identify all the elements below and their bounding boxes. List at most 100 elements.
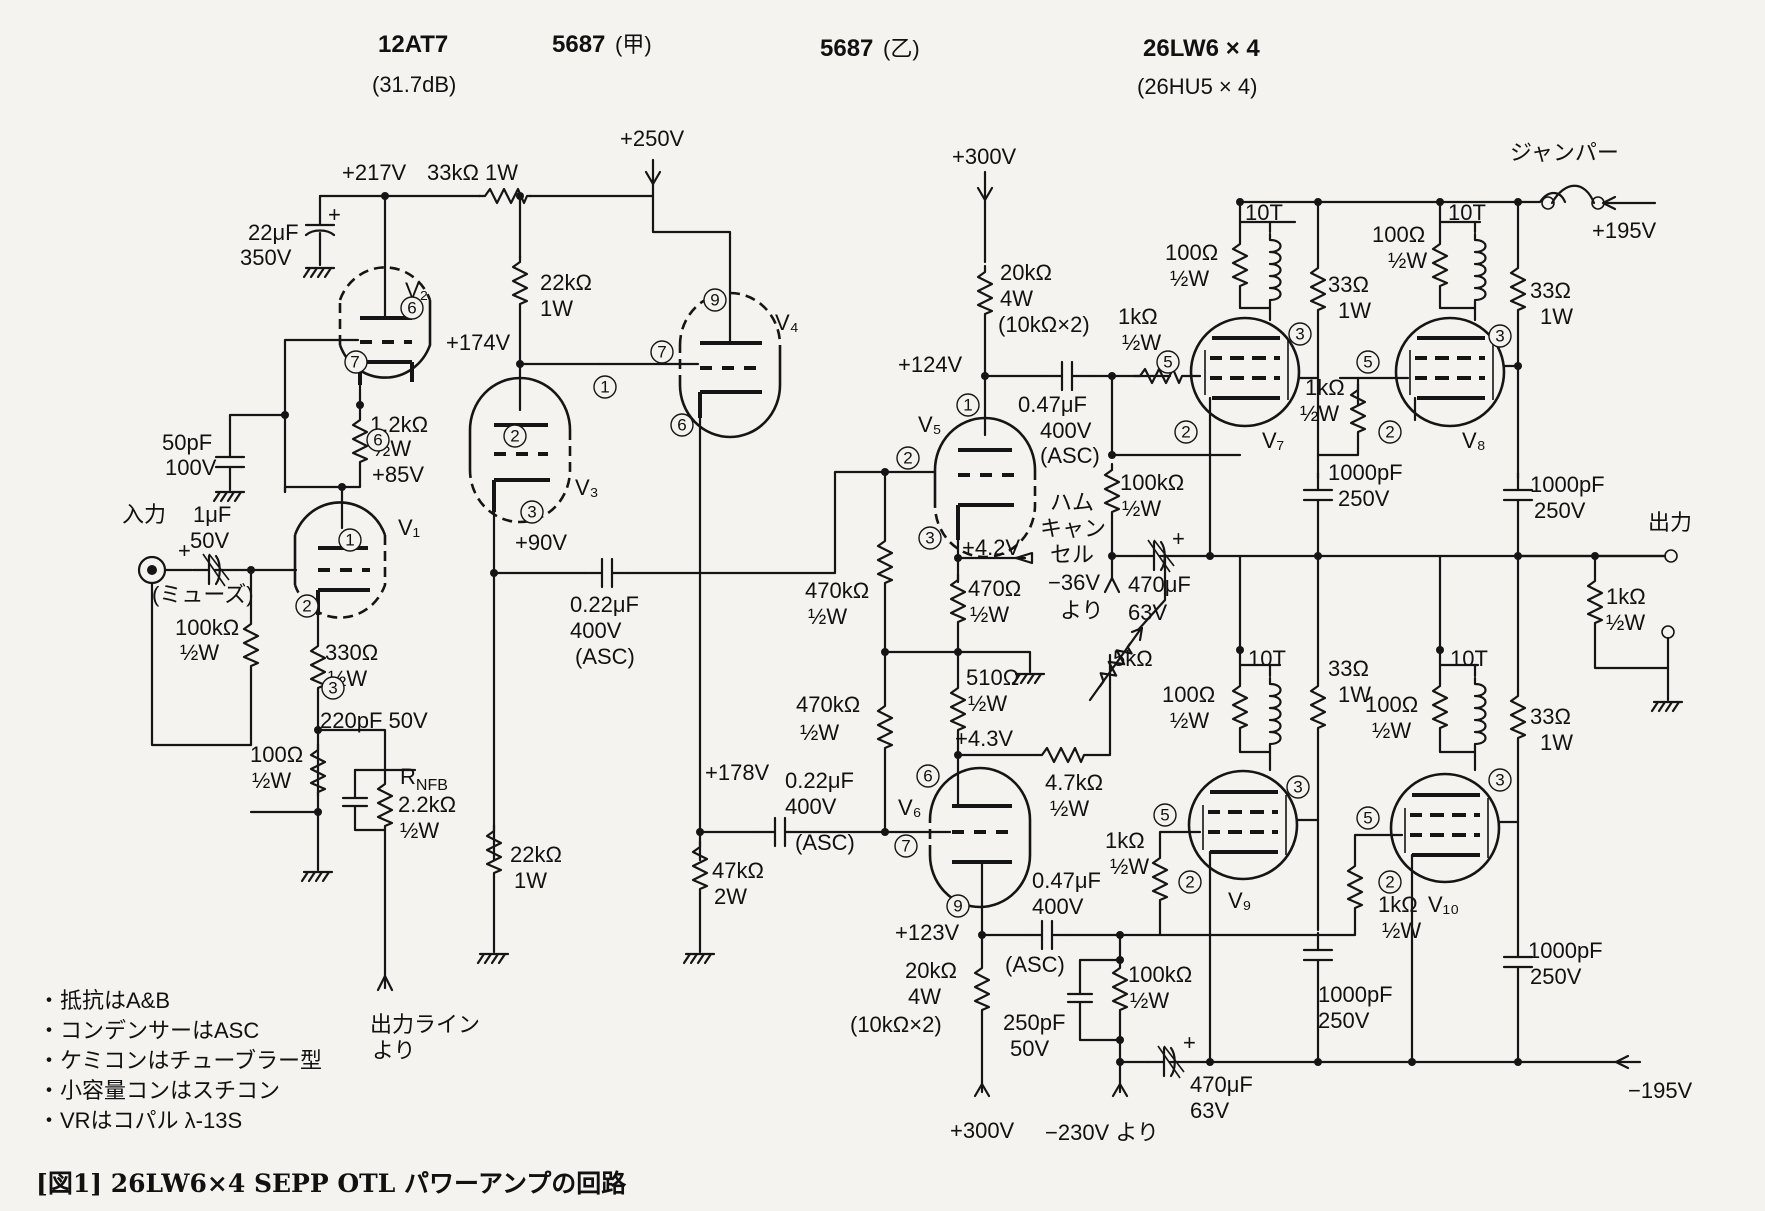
tube-v8-label: V₈ (1462, 428, 1486, 453)
c-250p-voltage: 50V (1010, 1036, 1049, 1061)
c-470u-top-value: 470μF (1128, 572, 1191, 597)
svg-text:3: 3 (925, 529, 934, 548)
r-1k-v7-value: 1kΩ (1118, 304, 1158, 329)
note-2: ・コンデンサーはASC (38, 1018, 259, 1043)
tube-v7-label: V₇ (1262, 428, 1284, 453)
header-output-tube: 26LW6 × 4 (1143, 35, 1260, 62)
r-1k-v8-value: 1kΩ (1305, 375, 1345, 400)
svg-text:1: 1 (345, 531, 354, 550)
c-1000p-c-voltage: 250V (1318, 1008, 1370, 1033)
r-20k-top-value: 20kΩ (1000, 260, 1052, 285)
r-1k-v8-power: ½W (1300, 401, 1339, 426)
r-33-v9-value: 33Ω (1328, 656, 1369, 681)
header-v1v2-gain: (31.7dB) (372, 72, 456, 97)
r-1k-v7-power: ½W (1122, 330, 1161, 355)
voltage-b123: +123V (895, 920, 960, 945)
header-v5v6-tube: 5687 (820, 35, 873, 62)
svg-text:7: 7 (901, 837, 910, 856)
r-100-v7-power: ½W (1170, 266, 1209, 291)
from-output-line-2: より (372, 1038, 416, 1063)
voltage-b43: +4.3V (955, 726, 1013, 751)
tube-v10-label: V₁₀ (1428, 892, 1459, 917)
svg-text:+: + (178, 538, 191, 563)
r-22k-bot-value: 22kΩ (510, 842, 562, 867)
from-neg230: −230V より (1045, 1120, 1159, 1145)
svg-text:2: 2 (1385, 423, 1394, 442)
svg-text:7: 7 (657, 343, 666, 362)
svg-text:5: 5 (1160, 806, 1169, 825)
r-330-value: 330Ω (325, 640, 378, 665)
svg-text:2: 2 (510, 427, 519, 446)
c-1000p-c-value: 1000pF (1318, 982, 1393, 1007)
tube-v5 (933, 416, 1037, 559)
tube-v9-label: V₉ (1228, 888, 1251, 913)
c-22u-voltage: 350V (240, 245, 292, 270)
c-1u-voltage: 50V (190, 528, 229, 553)
c-047-top-voltage: 400V (1040, 418, 1092, 443)
header-v5v6-variant: (乙) (883, 36, 920, 61)
note-4: ・小容量コンはスチコン (38, 1078, 280, 1103)
r-470k-bot-value: 470kΩ (796, 692, 860, 717)
svg-text:3: 3 (328, 679, 337, 698)
note-3: ・ケミコンはチューブラー型 (38, 1048, 322, 1073)
header-v3-variant: (甲) (615, 32, 652, 57)
r-33-v7-power: 1W (1338, 298, 1371, 323)
r-33-v9-power: 1W (1338, 682, 1371, 707)
tube-v3-label: V₃ (575, 475, 599, 500)
r-100-v8-value: 100Ω (1372, 222, 1425, 247)
c-250p-value: 250pF (1003, 1010, 1065, 1035)
c-50p-voltage: 100V (165, 455, 217, 480)
svg-text:1: 1 (600, 378, 609, 397)
output-terminal (1664, 549, 1678, 563)
tube-v8 (1394, 316, 1506, 428)
hum-cancel-1: ハム (1050, 490, 1094, 515)
c-470u-bot-voltage: 63V (1190, 1098, 1229, 1123)
c-1u-value: 1μF (193, 502, 231, 527)
svg-text:+: + (1183, 1030, 1196, 1055)
svg-text:6: 6 (677, 416, 686, 435)
r-20k-bot-note: (10kΩ×2) (850, 1012, 942, 1037)
svg-text:5: 5 (1363, 353, 1372, 372)
tube-v7 (1189, 316, 1301, 428)
svg-text:6: 6 (373, 431, 382, 450)
svg-text:2: 2 (903, 449, 912, 468)
c-22u-value: 22μF (248, 220, 299, 245)
header-output-alt: (26HU5 × 4) (1137, 74, 1257, 99)
tube-v5-label: V₅ (918, 412, 942, 437)
r-33-v8-power: 1W (1540, 304, 1573, 329)
svg-text:3: 3 (1295, 325, 1304, 344)
r-100-v1-value: 100Ω (250, 742, 303, 767)
hum-cancel-3: セル (1050, 542, 1094, 567)
r-20k-bot-value: 20kΩ (905, 958, 957, 983)
c-047-bot-type: (ASC) (1005, 952, 1065, 977)
c-470u-top-voltage: 63V (1128, 600, 1167, 625)
c-047-bot-voltage: 400V (1032, 894, 1084, 919)
svg-text:3: 3 (1495, 327, 1504, 346)
r-47k-value: 47kΩ (712, 858, 764, 883)
hum-cancel-4: より (1060, 598, 1104, 623)
r-470k-bot-power: ½W (800, 720, 839, 745)
r-470-power: ½W (970, 602, 1009, 627)
muse-label: (ミューズ) (152, 582, 254, 607)
r-100-v10-value: 100Ω (1365, 692, 1418, 717)
svg-text:2: 2 (1185, 873, 1194, 892)
hum-cancel-2: キャン (1040, 516, 1106, 541)
c-1000p-b-value: 1000pF (1530, 472, 1605, 497)
r-470-value: 470Ω (968, 576, 1021, 601)
r-1k-v10-power: ½W (1382, 918, 1421, 943)
l-10t-v7: 10T (1245, 200, 1283, 225)
voltage-b124: +124V (898, 352, 963, 377)
tube-v3 (468, 376, 572, 524)
r-100-v10-power: ½W (1372, 718, 1411, 743)
r-33-v10-value: 33Ω (1530, 704, 1571, 729)
tube-v6-label: V₆ (898, 795, 922, 820)
r-510-power: ½W (968, 691, 1007, 716)
r-33k-label: 33kΩ 1W (427, 160, 518, 185)
voltage-b178: +178V (705, 760, 770, 785)
figure-caption: [図1] 26LW6×4 SEPP OTL パワーアンプの回路 (36, 1169, 627, 1198)
tube-v1-label: V₁ (398, 515, 420, 540)
r-100-v8-power: ½W (1388, 248, 1427, 273)
r-100k-in-power: ½W (180, 640, 219, 665)
r-20k-top-note: (10kΩ×2) (998, 312, 1090, 337)
